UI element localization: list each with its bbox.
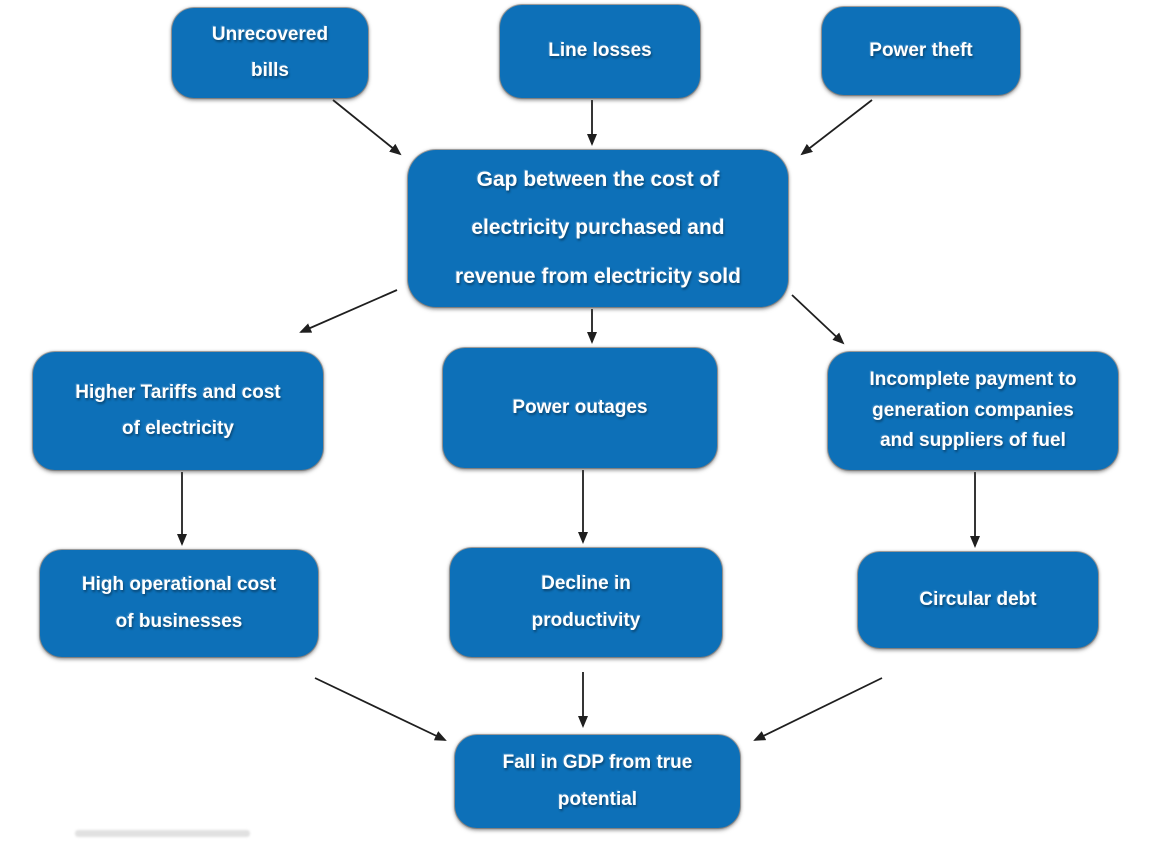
node-power-theft: Power theft	[822, 7, 1020, 95]
node-power-outages: Power outages	[443, 348, 717, 468]
node-decline-productivity: Decline in productivity	[450, 548, 722, 657]
node-high-operational-cost: High operational cost of businesses	[40, 550, 318, 657]
node-incomplete-payment: Incomplete payment to generation compani…	[828, 352, 1118, 470]
node-fall-in-gdp: Fall in GDP from true potential	[455, 735, 740, 828]
arrow-powertheft-to-gap	[800, 99, 873, 156]
arrow-unrecovered-to-gap	[332, 99, 402, 156]
node-circular-debt: Circular debt	[858, 552, 1098, 648]
node-unrecovered-bills: Unrecovered bills	[172, 8, 368, 98]
node-higher-tariffs: Higher Tariffs and cost of electricity	[33, 352, 323, 470]
arrow-operational-to-gdp	[314, 677, 447, 741]
scan-artifact	[75, 830, 250, 837]
arrow-gap-to-tariffs	[299, 289, 398, 333]
arrow-gap-to-incomplete	[791, 294, 845, 345]
node-line-losses: Line losses	[500, 5, 700, 98]
arrow-circular-to-gdp	[753, 677, 883, 741]
node-gap-cost-revenue: Gap between the cost of electricity purc…	[408, 150, 788, 307]
